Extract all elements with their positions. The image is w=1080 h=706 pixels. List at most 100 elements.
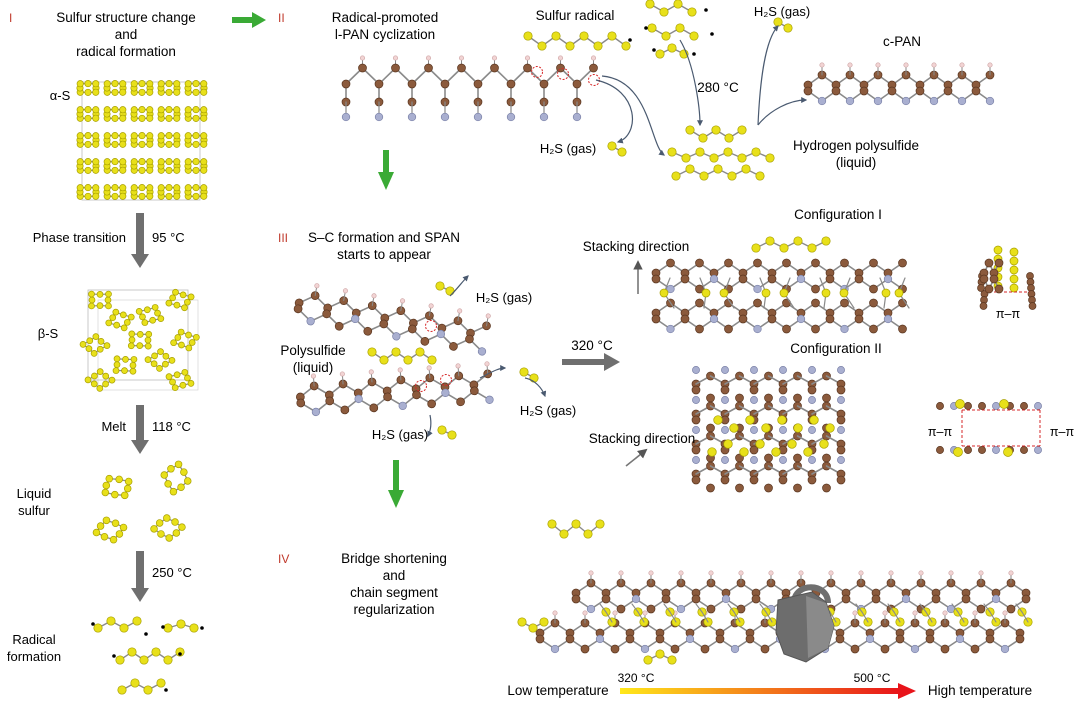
- h2s-p3-bottom: [437, 425, 457, 440]
- melt-label: Melt: [101, 419, 126, 434]
- phase-transition-temp: 95 °C: [152, 230, 185, 245]
- h2s-p2-top: [773, 17, 793, 33]
- h2s-label-p3-right: H₂S (gas): [520, 403, 576, 418]
- sulfur-radical-top-2: [644, 23, 714, 41]
- temp-320-gradient: 320 °C: [618, 671, 655, 685]
- final-bottom-chain: [643, 649, 677, 665]
- polysulfide-chain-1: [685, 125, 747, 143]
- configuration-1-label: Configuration I: [794, 207, 882, 222]
- c-pan-label: c-PAN: [883, 34, 921, 49]
- liquid-sulfur-ring-1: [101, 474, 133, 500]
- h2s-label-left: H₂S (gas): [540, 141, 596, 156]
- curve-to-polysulfide: [601, 75, 665, 156]
- final-top-left-chain: [547, 519, 605, 539]
- phase-transition-label: Phase transition: [33, 230, 126, 245]
- curve-radical-to-polysulfide: [679, 39, 703, 127]
- panel-4-roman: IV: [278, 552, 289, 566]
- alpha-sulfur-crystal: [76, 80, 208, 201]
- radical-chain-3: [112, 647, 185, 665]
- panel-3-roman: III: [278, 231, 288, 245]
- polysulfide-label-line1: Polysulfide: [280, 343, 345, 358]
- down-arrow-2: [131, 405, 149, 454]
- liquid-sulfur-ring-2: [160, 460, 192, 496]
- curve-to-cpan: [757, 97, 808, 126]
- radical-formation-label-line2: formation: [7, 649, 61, 664]
- sulfur-radical-top-1: [645, 0, 708, 17]
- sulfur-radical-label: Sulfur radical: [536, 8, 615, 23]
- pi-pi-label-left: π–π: [928, 425, 953, 439]
- radical-formation-label-line1: Radical: [12, 632, 55, 647]
- linear-pan-chain: [341, 55, 600, 122]
- curve-p3-right: [524, 377, 547, 398]
- liquid-sulfur-label-line1: Liquid: [17, 486, 52, 501]
- config1-top-chain: [751, 236, 831, 253]
- sulfur-radical-top-3: [652, 43, 696, 59]
- radical-formation-temp: 250 °C: [152, 565, 192, 580]
- panel-1-title-line2: and: [115, 27, 138, 42]
- config1-side-arm-left: [979, 258, 1004, 294]
- right-arrow-320: [562, 353, 620, 371]
- low-temperature-label: Low temperature: [507, 683, 608, 698]
- final-sulfur-bridges: [599, 603, 1033, 627]
- melt-temp: 118 °C: [152, 419, 191, 434]
- h2s-label-p3-top: H₂S (gas): [476, 290, 532, 305]
- sulfur-radical-chain: [523, 31, 632, 51]
- h2s-p3-right: [519, 367, 539, 383]
- panel-4-title-line1: Bridge shortening: [341, 551, 447, 566]
- radical-chain-1: [91, 616, 148, 636]
- curve-p3-mid: [479, 365, 507, 379]
- panel-2-roman: II: [278, 11, 285, 25]
- panel-4-title-line3: chain segment: [350, 585, 438, 600]
- panel-1-title-line1: Sulfur structure change: [56, 10, 196, 25]
- high-temperature-label: High temperature: [928, 683, 1032, 698]
- green-arrow-down-2: [388, 460, 404, 508]
- stacking-arrow-2: [625, 448, 648, 467]
- hydrogen-polysulfide-line2: (liquid): [836, 155, 877, 170]
- polysulfide-p3: [367, 347, 437, 365]
- h2s-p3-top: [435, 281, 455, 296]
- liquid-sulfur-ring-4: [150, 514, 186, 542]
- panel-4: IV Bridge shortening and chain segment r…: [278, 551, 1032, 699]
- beta-s-label: β-S: [38, 326, 59, 341]
- final-left-chain: [517, 617, 549, 633]
- temperature-gradient-bar: [620, 688, 900, 694]
- panel-3: III S–C formation and SPAN starts to app…: [278, 207, 1075, 467]
- cyclized-pan: [803, 62, 995, 106]
- span-lower-strand: [295, 361, 494, 417]
- span-upper-strand: [293, 283, 491, 356]
- padlock-icon: [775, 584, 835, 663]
- green-arrow-down-1: [378, 150, 394, 190]
- liquid-sulfur-label-line2: sulfur: [18, 503, 50, 518]
- liquid-sulfur-ring-3: [92, 516, 128, 544]
- hydrogen-polysulfide-line1: Hydrogen polysulfide: [793, 138, 919, 153]
- panel-3-title-line2: starts to appear: [337, 247, 431, 262]
- temp-280: 280 °C: [697, 80, 739, 95]
- config1-upper: [651, 258, 907, 294]
- molecule-layer: [76, 0, 1042, 695]
- polysulfide-chain-2: [667, 147, 775, 163]
- stacking-direction-2: Stacking direction: [589, 431, 696, 446]
- down-arrow-1: [131, 213, 149, 268]
- h2s-label-top: H₂S (gas): [754, 4, 810, 19]
- config2-stack: [691, 366, 846, 493]
- panel-1-roman: I: [9, 11, 12, 25]
- pi-pi-dimer: [936, 399, 1042, 457]
- curve-p3-bottom: [427, 414, 433, 438]
- pi-pi-label-right: π–π: [1050, 425, 1075, 439]
- radical-chain-2: [161, 619, 204, 633]
- alpha-s-label: α-S: [50, 88, 71, 103]
- temp-500-gradient: 500 °C: [854, 671, 891, 685]
- panel-2: II Radical-promoted l-PAN cyclization Su…: [278, 4, 921, 170]
- green-arrow-right: [232, 12, 266, 28]
- config1-sulfur-bridges: [659, 277, 910, 309]
- config1-lower: [651, 298, 907, 334]
- panel-1-title-line3: radical formation: [76, 44, 176, 59]
- pi-pi-label-top: π–π: [996, 307, 1021, 321]
- temp-320: 320 °C: [571, 338, 613, 353]
- polysulfide-chain-3: [671, 164, 765, 181]
- radical-chain-4: [117, 678, 168, 695]
- h2s-p2-left: [607, 141, 627, 157]
- panel-4-title-line4: regularization: [353, 602, 434, 617]
- panel-1: I Sulfur structure change and radical fo…: [7, 10, 196, 664]
